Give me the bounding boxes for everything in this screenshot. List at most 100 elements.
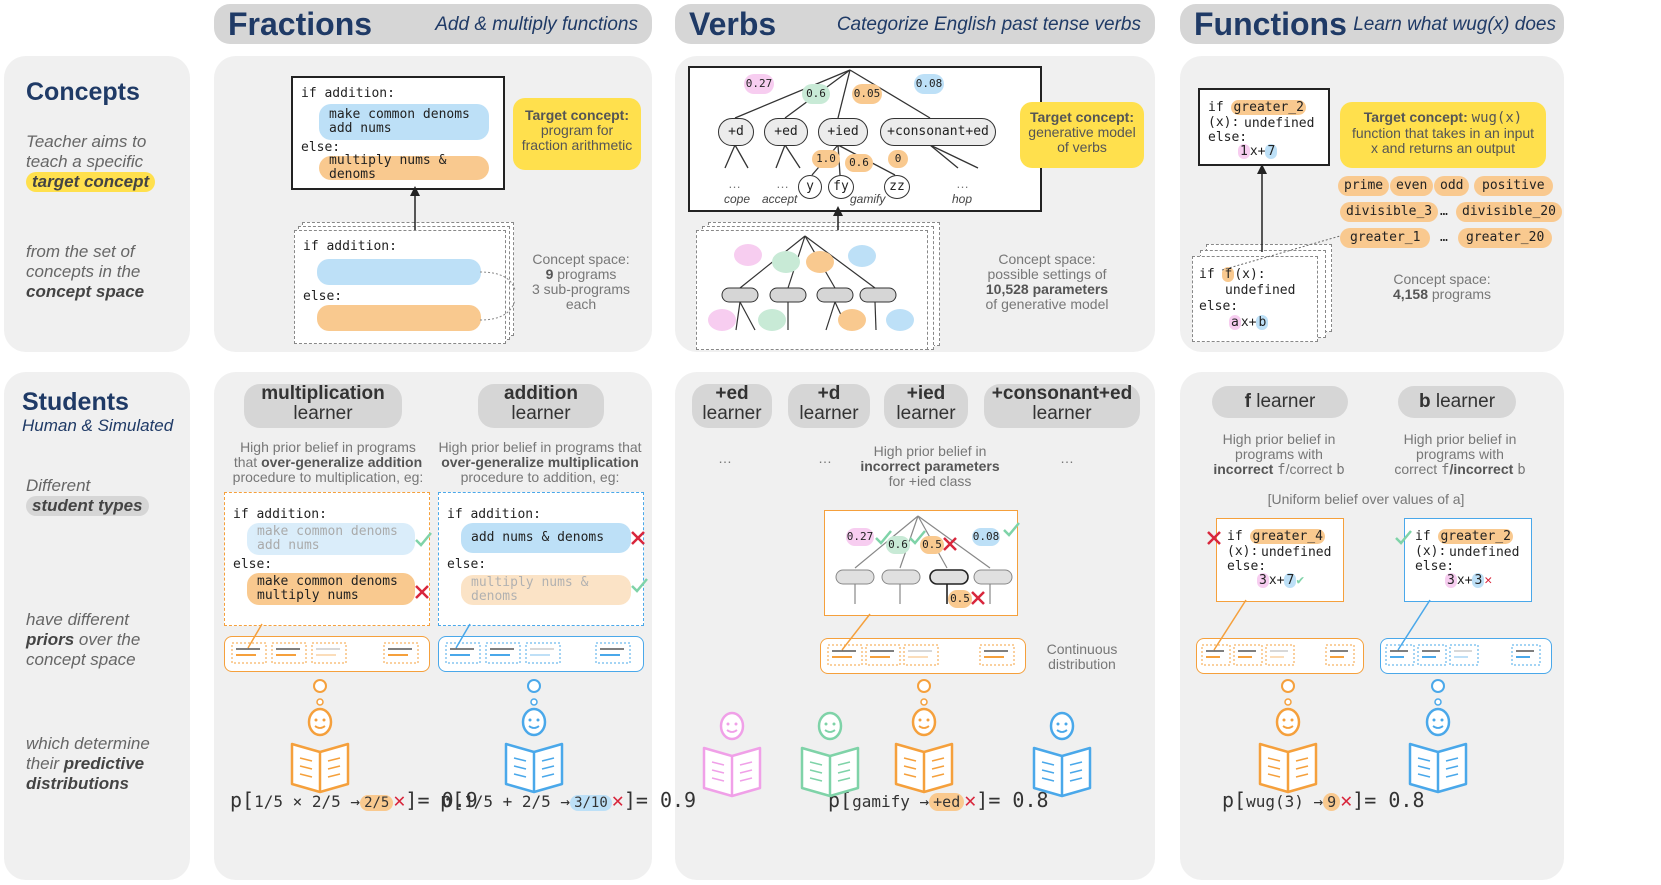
verbs-leaf-fy: fy (828, 175, 854, 199)
verbs-dots-1: … (718, 450, 732, 466)
concepts-line4: concepts in the (26, 262, 141, 281)
student-eye-icon (1056, 722, 1060, 726)
chip-ellipsis-2: … (1440, 230, 1448, 245)
verbs-dots-3: … (1060, 450, 1074, 466)
prior-cell (865, 644, 901, 666)
book-line-icon (739, 777, 753, 782)
book-line-icon (1041, 777, 1055, 782)
verbs-prob-1: 0.6 (802, 84, 830, 104)
verbs-ellipsis-2: … (776, 176, 789, 191)
student-head-icon (817, 711, 843, 741)
thought-bubble-icon (313, 679, 327, 693)
chip-odd: odd (1434, 176, 1470, 196)
verbs-ellipsis-3: … (956, 176, 969, 191)
thought-bubble-icon (1434, 698, 1442, 706)
book-line-icon (1445, 773, 1459, 778)
verbs-students-panel (675, 372, 1155, 880)
book-line-icon (837, 777, 851, 782)
book-line-icon (809, 777, 823, 782)
predictive-description: which determine their predictive distrib… (26, 734, 150, 793)
book-line-icon (541, 773, 555, 778)
verbs-node-ied: +ied (818, 118, 868, 146)
b-learner-badge: b learner (1398, 386, 1516, 418)
prior-cell (1511, 644, 1541, 666)
book-line-icon (711, 761, 725, 766)
verbs-subprob-2: 0 (888, 150, 908, 168)
verbs-title: Verbs (689, 6, 777, 42)
verbs-leaf-y: y (798, 175, 822, 199)
student-eye-icon (1290, 718, 1294, 722)
book-line-icon (809, 769, 823, 774)
student-eye-icon (322, 718, 326, 722)
target-concept-highlight: target concept (26, 172, 156, 192)
prior-cell (1385, 644, 1415, 666)
ied-ex-prob-3: 0.08 (972, 528, 1000, 546)
book-line-icon (299, 773, 313, 778)
prior-cell (827, 644, 863, 666)
fractions-header: Fractions Add & multiply functions (214, 4, 652, 44)
check-icon (631, 578, 648, 593)
student-face-icon (1282, 725, 1294, 729)
student-eye-icon (528, 718, 532, 722)
ex2-multiply-subprogram: multiply nums & denoms (461, 575, 631, 605)
fractions-title: Fractions (228, 6, 373, 42)
student-types-highlight: student types (26, 496, 149, 516)
student-eye-icon (832, 722, 836, 726)
chip-greater-20: greater_20 (1458, 228, 1553, 248)
ex2-add-subprogram: add nums & denoms (461, 523, 631, 553)
chip-greater-1: greater_1 (1340, 228, 1431, 248)
student-eye-icon (314, 718, 318, 722)
student-face-icon (528, 725, 540, 729)
verbs-subtitle: Categorize English past tense verbs (836, 14, 1141, 35)
functions-answer: 9 (1323, 793, 1341, 811)
thought-bubble-icon (527, 679, 541, 693)
student-head-icon (307, 707, 333, 737)
book-line-icon (541, 765, 555, 770)
prior-cell (231, 642, 267, 664)
prior-cell (1325, 644, 1355, 666)
students-label-panel (4, 372, 190, 880)
students-row-title: Students (22, 388, 129, 416)
verbs-word-gamify: gamify (850, 192, 886, 206)
chip-prime: prime (1338, 176, 1390, 196)
multiplication-prior-strip (224, 636, 430, 672)
prior-cell (445, 642, 481, 664)
chip-divisible-3: divisible_3 (1340, 202, 1439, 222)
multiplication-prediction: p[1/5 × 2/5 →2/5✕]= 0.9 (230, 788, 478, 812)
check-icon (875, 530, 892, 545)
ied-learner-example (824, 510, 1018, 616)
book-line-icon (739, 761, 753, 766)
verbs-word-hop: hop (952, 192, 973, 206)
student-eye-icon (918, 718, 922, 722)
students-subtitle: Human & Simulated (22, 416, 174, 435)
prior-cell (311, 642, 347, 664)
book-line-icon (1267, 773, 1281, 778)
concepts-description: Teacher aims to teach a specific target … (26, 132, 156, 192)
ied-ex-subprob: 0.5 (948, 590, 972, 608)
verbs-leaf-zz: zz (884, 175, 910, 199)
chip-ellipsis-1: … (1440, 204, 1448, 219)
connector-line (1213, 599, 1247, 651)
space-blue-slot (317, 259, 481, 285)
book-line-icon (513, 757, 527, 762)
student-head-icon (911, 707, 937, 737)
uniform-belief-label: [Uniform belief over values of a] (1267, 491, 1465, 507)
book-line-icon (1295, 757, 1309, 762)
student-eye-icon (1282, 718, 1286, 722)
concepts-line1: Teacher aims to (26, 132, 147, 151)
